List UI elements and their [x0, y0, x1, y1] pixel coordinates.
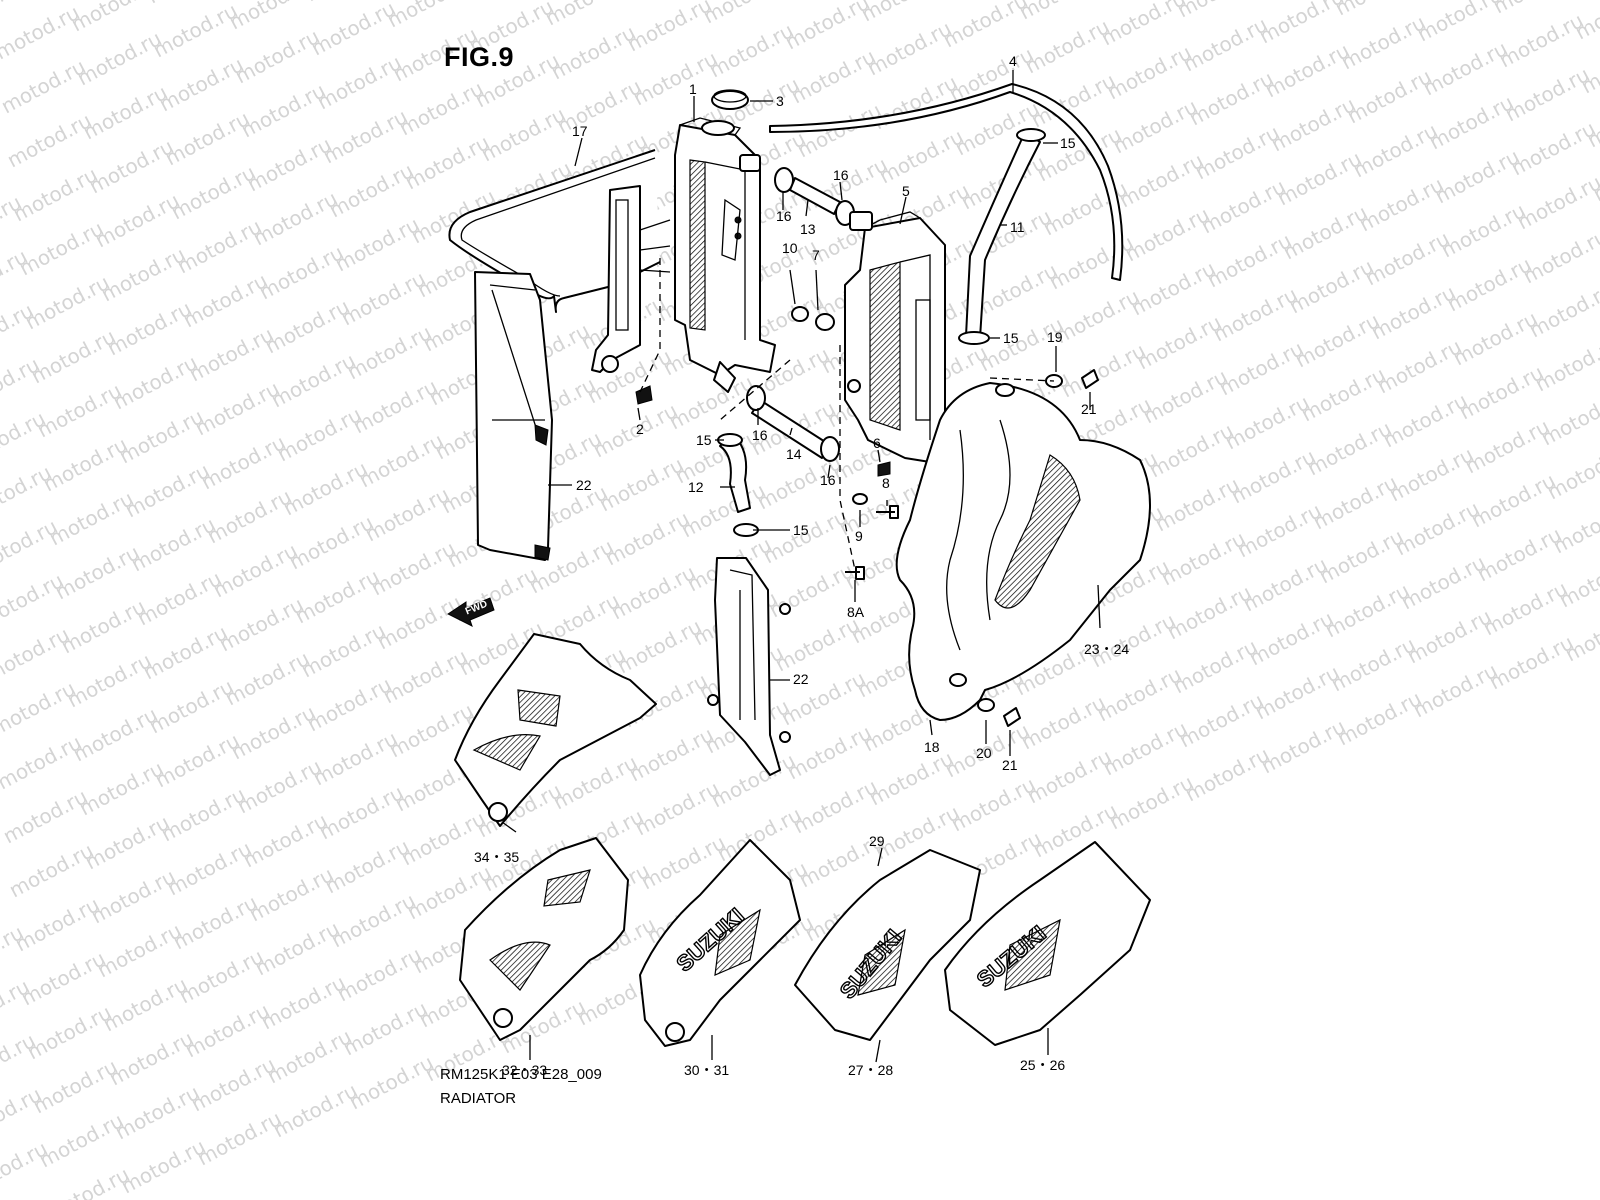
- washer: [977, 698, 995, 712]
- lower-hose-left: [719, 434, 751, 513]
- radiator-guard-left: [474, 271, 553, 561]
- callout-16-b: 16: [833, 167, 849, 183]
- radiator-left-core: [689, 159, 706, 331]
- decal-34-35: [454, 633, 657, 827]
- callout-11: 11: [1010, 219, 1025, 235]
- callout-16-c: 16: [752, 427, 768, 443]
- inlet-hose: [789, 177, 841, 215]
- decal-32-33: [459, 837, 629, 1041]
- callout-12: 12: [688, 479, 704, 495]
- callout-7: 7: [812, 247, 820, 263]
- hose-clamp: [958, 331, 990, 345]
- callout-20: 20: [976, 745, 992, 761]
- callout-8: 8: [882, 475, 890, 491]
- washer: [852, 493, 868, 505]
- callout-15-top: 15: [1060, 135, 1076, 151]
- callout-6: 6: [873, 435, 881, 451]
- bolt: [1003, 707, 1021, 727]
- radiator-right-inlet: [849, 211, 873, 231]
- callout-15-mid: 15: [1003, 330, 1019, 346]
- callout-22-center: 22: [793, 671, 809, 687]
- radiator-filler-neck: [701, 120, 735, 136]
- decal-graphic: [517, 689, 561, 727]
- guard-mount-hole: [601, 355, 619, 373]
- radiator-bolt-hole: [734, 216, 742, 224]
- callout-23-24: 23・24: [1084, 641, 1129, 657]
- radiator-guard-center: [714, 557, 781, 776]
- radiator-cap: [711, 90, 749, 110]
- callout-16-a: 16: [776, 208, 792, 224]
- radiator-left-outlet: [739, 154, 761, 172]
- breather-hose: [769, 83, 1124, 281]
- callout-34-35: 34・35: [474, 849, 519, 865]
- shroud-graphic-rm: [994, 454, 1081, 609]
- callout-8a: 8A: [847, 604, 865, 620]
- figure-title: FIG.9: [444, 42, 515, 72]
- callout-1: 1: [689, 81, 697, 97]
- hose-clamp: [820, 436, 840, 462]
- diagram-name: RADIATOR: [440, 1090, 517, 1107]
- hose-clamp: [746, 385, 766, 411]
- callout-18: 18: [924, 739, 940, 755]
- callout-2: 2: [636, 421, 644, 437]
- clip-bracket: [635, 385, 653, 405]
- callout-25-26: 25・26: [1020, 1057, 1065, 1073]
- hose-clamp: [1016, 128, 1046, 142]
- clip-bracket: [877, 461, 891, 477]
- radiator-left-spout: [713, 361, 736, 393]
- callout-14: 14: [786, 446, 802, 462]
- callout-5: 5: [902, 183, 910, 199]
- callout-3: 3: [776, 93, 784, 109]
- leader-lines: [501, 70, 1101, 1063]
- callout-21-low: 21: [1002, 757, 1018, 773]
- diagram-code: RM125K1 E03 E28_009: [440, 1066, 602, 1083]
- callout-21-top: 21: [1081, 401, 1097, 417]
- callout-32-33: 32・33: [502, 1062, 547, 1078]
- fwd-direction-arrow: FWD: [447, 597, 495, 627]
- callout-17: 17: [572, 123, 588, 139]
- callout-29: 29: [869, 833, 885, 849]
- callout-27-28: 27・28: [848, 1062, 893, 1078]
- upper-hose-right: [965, 131, 1041, 339]
- collar: [815, 313, 835, 331]
- callout-9: 9: [855, 528, 863, 544]
- callout-10: 10: [782, 240, 798, 256]
- bolt: [845, 566, 865, 580]
- callout-15-left: 15: [696, 432, 712, 448]
- guard-slot: [615, 199, 629, 331]
- callout-30-31: 30・31: [684, 1062, 729, 1078]
- callout-19: 19: [1047, 329, 1063, 345]
- grommet: [791, 306, 809, 322]
- callout-15-low: 15: [793, 522, 809, 538]
- assembly-dashed-lines: [639, 258, 1055, 571]
- callout-13: 13: [800, 221, 816, 237]
- hose-clamp: [774, 167, 794, 193]
- callout-4: 4: [1009, 53, 1017, 69]
- bolt: [876, 505, 899, 519]
- radiator-right-core: [869, 261, 901, 431]
- callout-labels: 1 2 3 4 5 6 7 8 8A 9 10 11 12 13 14 15 1…: [474, 53, 1129, 1078]
- bolt: [1081, 369, 1099, 389]
- callout-22-left: 22: [576, 477, 592, 493]
- callout-16-d: 16: [820, 472, 836, 488]
